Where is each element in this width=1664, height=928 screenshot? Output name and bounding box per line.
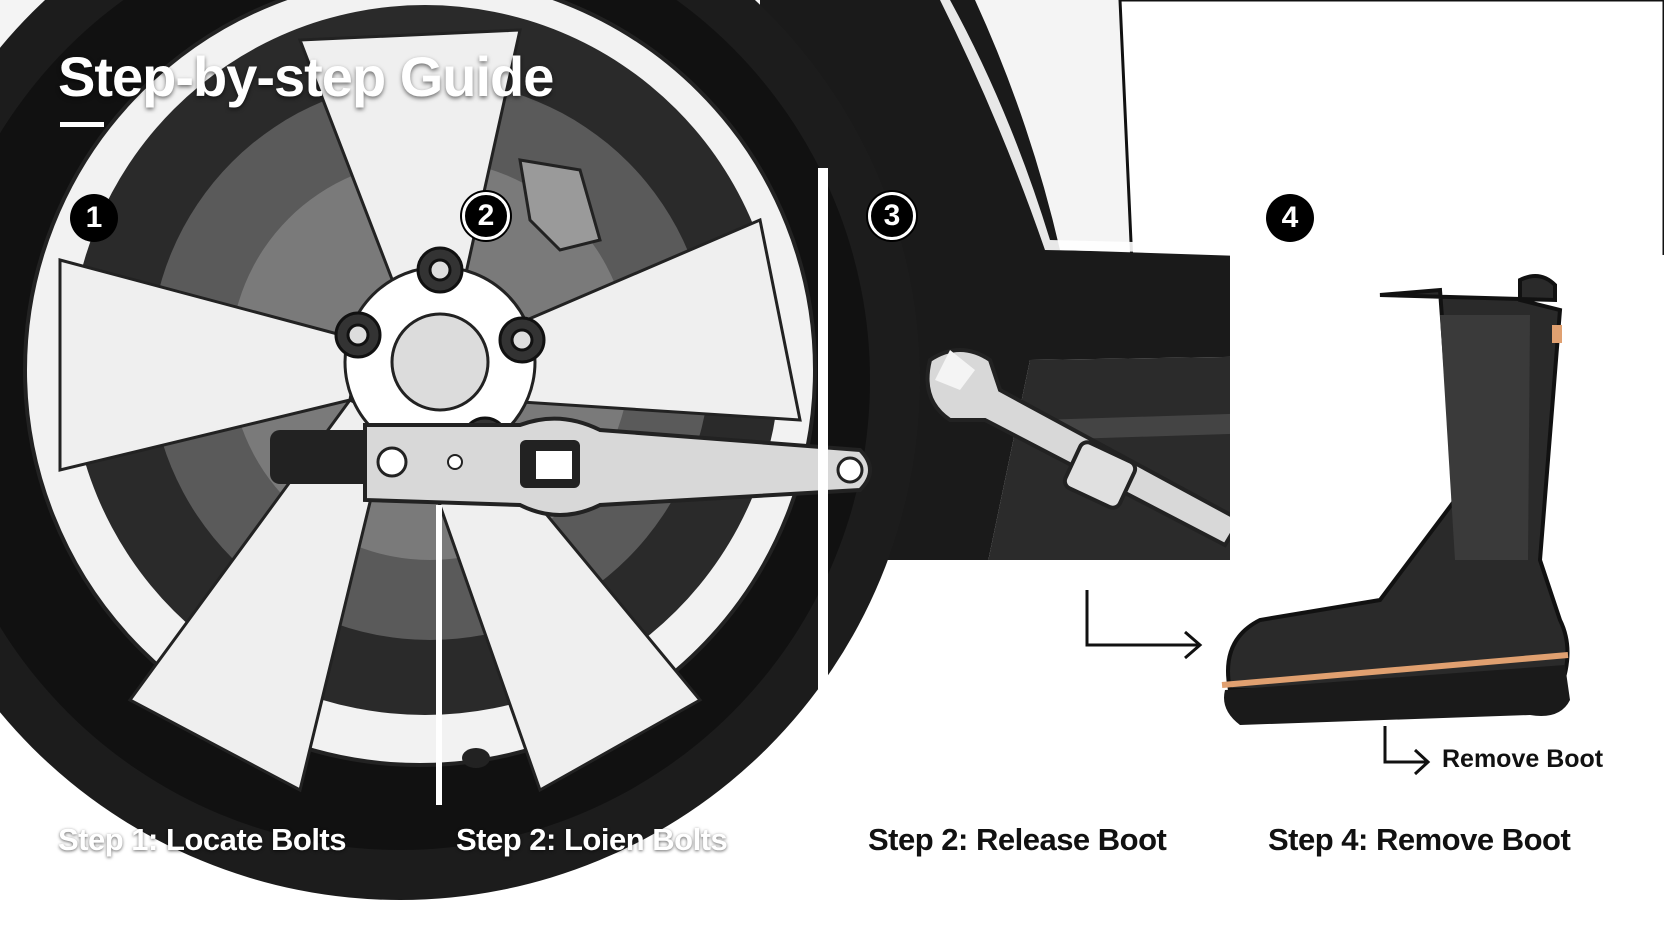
page-title: Step-by-step Guide <box>58 45 554 108</box>
remove-boot-annotation: Remove Boot <box>1442 745 1604 773</box>
title-underline <box>60 122 104 127</box>
step-4-badge: 4 <box>1266 194 1314 242</box>
wrench-icon <box>270 416 872 517</box>
rim-spokes <box>58 28 802 793</box>
divider-lower <box>436 505 442 805</box>
valve-stem <box>462 748 490 768</box>
remove-boot-arrow-icon <box>1383 726 1431 776</box>
divider-vertical <box>818 168 828 768</box>
step-4-caption: Step 4: Remove Boot <box>1268 822 1571 857</box>
step-1-caption: Step 1: Locate Bolts <box>58 822 347 857</box>
second-wrench-icon <box>925 348 1243 548</box>
step-3-caption: Step 2: Release Boot <box>868 822 1167 857</box>
hub-cap <box>390 312 490 412</box>
boot-icon <box>1221 274 1570 725</box>
step-3-badge: 3 <box>868 192 916 240</box>
car-fender <box>760 0 1664 600</box>
arrow-right-icon <box>1085 590 1203 660</box>
clamp-icon <box>520 440 580 488</box>
step-2-badge: 2 <box>462 192 510 240</box>
step-2-caption: Step 2: Loien Bolts <box>456 822 728 857</box>
brake-caliper <box>518 158 602 252</box>
step-1-badge: 1 <box>70 194 118 242</box>
